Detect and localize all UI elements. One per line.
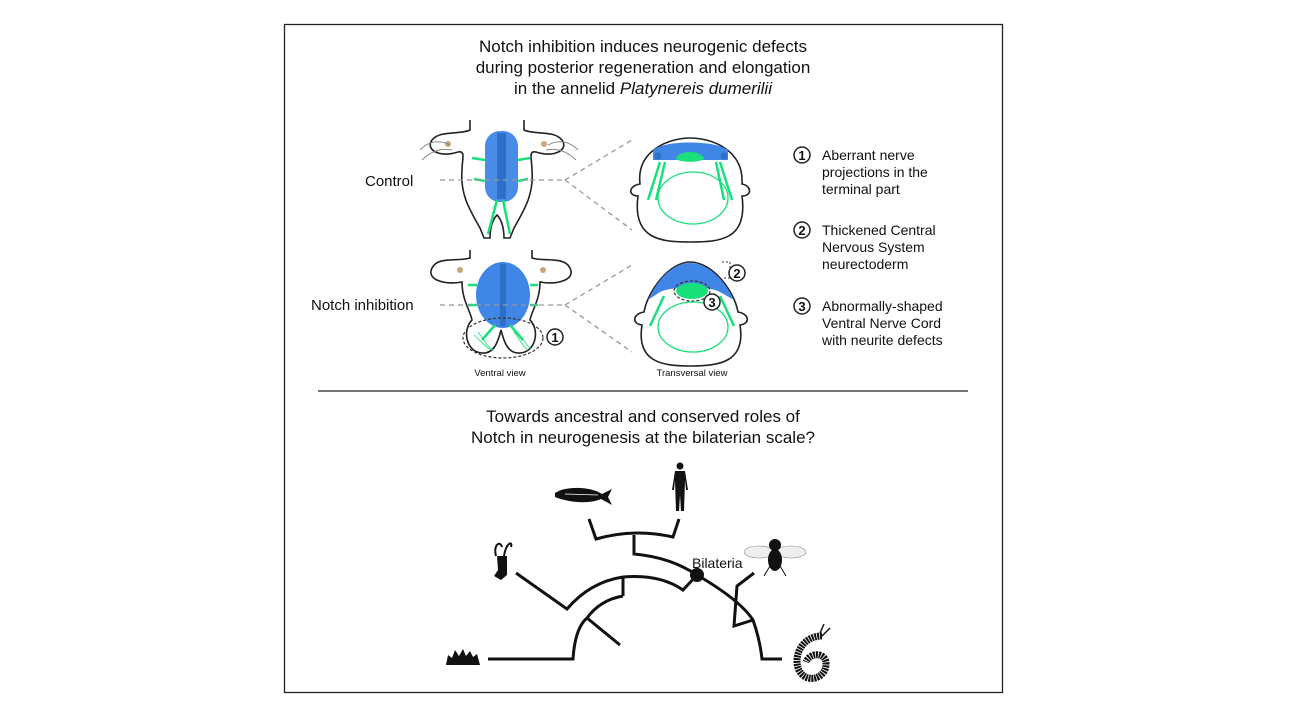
bottom-title-line-2: Notch in neurogenesis at the bilaterian …: [471, 428, 815, 447]
callout-3-marker: 3: [703, 293, 721, 311]
control-transversal-view: [629, 137, 751, 243]
title-line-3: in the annelid Platynereis dumerilii: [514, 79, 773, 98]
svg-text:Aberrant nerve: Aberrant nerve: [822, 147, 915, 163]
notch-inhibition-label: Notch inhibition: [311, 297, 414, 314]
bilateria-label: Bilateria: [692, 555, 743, 571]
svg-text:1: 1: [551, 330, 558, 345]
cnidarian-icon: [494, 542, 513, 580]
fish-icon: [555, 487, 612, 505]
svg-text:2: 2: [798, 223, 805, 238]
title-line-2: during posterior regeneration and elonga…: [476, 58, 811, 77]
svg-text:Nervous System: Nervous System: [822, 239, 925, 255]
control-ventral-view: [419, 120, 633, 239]
human-icon: [672, 462, 688, 511]
svg-text:3: 3: [798, 299, 805, 314]
svg-text:terminal part: terminal part: [822, 181, 900, 197]
bottom-title-line-1: Towards ancestral and conserved roles of: [486, 407, 800, 426]
bilateria-node: [690, 568, 704, 582]
callout-2-marker: 2: [728, 264, 746, 282]
sponge-icon: [446, 649, 480, 665]
finding-1: 1 Aberrant nerve projections in the term…: [793, 146, 928, 197]
callout-1-marker: 1: [546, 328, 564, 346]
svg-text:Ventral Nerve Cord: Ventral Nerve Cord: [822, 315, 941, 331]
svg-text:neurectoderm: neurectoderm: [822, 256, 908, 272]
frame: [283, 23, 1004, 694]
svg-text:Abnormally-shaped: Abnormally-shaped: [822, 298, 943, 314]
phylogenetic-tree: Bilateria: [488, 518, 782, 661]
finding-2: 2 Thickened Central Nervous System neure…: [793, 221, 936, 272]
fly-icon: [743, 539, 807, 577]
annelid-worm-icon: [793, 623, 831, 682]
svg-text:2: 2: [733, 266, 740, 281]
transversal-view-label: Transversal view: [657, 368, 728, 379]
svg-text:1: 1: [798, 148, 805, 163]
svg-text:3: 3: [708, 295, 715, 310]
control-label: Control: [365, 173, 413, 190]
svg-text:projections in the: projections in the: [822, 164, 928, 180]
svg-text:with neurite defects: with neurite defects: [821, 332, 943, 348]
finding-3: 3 Abnormally-shaped Ventral Nerve Cord w…: [793, 297, 943, 348]
notch-ventral-view: [430, 250, 633, 359]
ventral-view-label: Ventral view: [474, 368, 525, 379]
notch-transversal-view: [633, 261, 749, 367]
title-line-1: Notch inhibition induces neurogenic defe…: [479, 37, 807, 56]
svg-text:Thickened Central: Thickened Central: [822, 222, 936, 238]
